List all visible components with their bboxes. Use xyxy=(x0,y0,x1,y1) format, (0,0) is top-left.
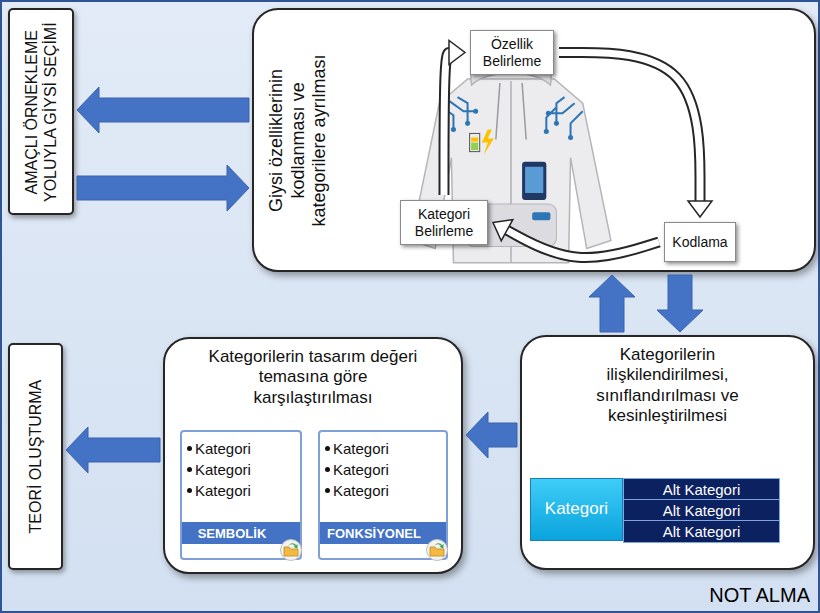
block-arrow xyxy=(77,165,249,211)
cycle-arrow-outline xyxy=(559,53,700,203)
panel-footer-band: SEMBOLİK xyxy=(182,522,300,544)
block-arrow-shape xyxy=(77,87,249,133)
block-arrow xyxy=(466,412,517,458)
box-label: Kategori xyxy=(545,499,608,519)
cycle-step-box: Kodlama xyxy=(664,222,736,262)
panel-heading: Kategorilerin ilişkilendirilmesi, sınıfl… xyxy=(568,345,768,427)
bullet-row: Kategori xyxy=(320,480,446,501)
subcategory-box: Alt Kategori xyxy=(623,499,780,522)
cycle-arrow-head xyxy=(449,41,465,65)
cycle-arrow-head xyxy=(688,201,712,217)
cycle-arrow xyxy=(559,53,712,218)
circuit-lines xyxy=(441,97,582,137)
bullet-item: Kategori xyxy=(333,440,389,458)
cycle-arrow-fill xyxy=(506,230,659,258)
block-arrow xyxy=(66,427,160,473)
cycle-arrow-fill xyxy=(559,53,700,203)
box-label: Alt Kategori xyxy=(663,524,741,539)
panel-heading: Kategorilerin tasarım değeri temasına gö… xyxy=(208,347,418,408)
bullet-dot xyxy=(187,488,192,493)
cycle-arrow-outline xyxy=(506,230,659,258)
bullet-item: Kategori xyxy=(195,440,251,458)
hoodie-drawstrings xyxy=(496,83,526,140)
process-panel: Giysi özelliklerinin kodlanması ve kateg… xyxy=(252,8,816,272)
cycle-step-box: Kategori Belirleme xyxy=(400,200,488,245)
theme-panel: KategoriKategoriKategoriFONKSİYONEL xyxy=(318,430,448,560)
block-arrow-shape xyxy=(466,412,517,458)
cycle-arrow xyxy=(493,220,659,258)
cycle-arrow xyxy=(444,41,465,196)
block-arrow xyxy=(589,275,635,332)
box-label: Kodlama xyxy=(672,234,727,251)
category-box: Kategori xyxy=(530,478,623,541)
box-label: Alt Kategori xyxy=(663,503,741,518)
block-arrow-shape xyxy=(657,275,703,332)
process-panel: Kategorilerin tasarım değeri temasına gö… xyxy=(163,337,463,574)
bullet-item: Kategori xyxy=(333,461,389,479)
bullet-item: Kategori xyxy=(195,461,251,479)
block-arrow xyxy=(657,275,703,332)
bullet-dot xyxy=(187,467,192,472)
folder-icon xyxy=(425,539,449,561)
process-panel: Kategorilerin ilişkilendirilmesi, sınıfl… xyxy=(520,335,815,570)
bullet-row: Kategori xyxy=(320,459,446,480)
subcategory-box: Alt Kategori xyxy=(623,520,780,543)
bullet-dot xyxy=(325,488,330,493)
bullet-row: Kategori xyxy=(320,438,446,459)
box-label: Kategori Belirleme xyxy=(407,206,481,240)
panel-footer-text: FONKSİYONEL xyxy=(327,527,421,540)
block-arrow-shape xyxy=(589,275,635,332)
block-arrow-shape xyxy=(77,165,249,211)
box-label: AMAÇLI ÖRNEKLEME YOLUYLA GİYSİ SEÇİMİ xyxy=(22,14,60,209)
battery-icon xyxy=(470,133,480,151)
cycle-arrow-fill xyxy=(444,53,450,196)
box-label: Giysi özelliklerinin kodlanması ve kateg… xyxy=(266,45,331,235)
box-label: TEORİ OLUŞTURMA xyxy=(26,349,45,564)
bullet-dot xyxy=(325,467,330,472)
bullet-row: Kategori xyxy=(182,480,300,501)
panel-footer-band: FONKSİYONEL xyxy=(320,522,446,544)
panel-footer-text: SEMBOLİK xyxy=(198,527,267,540)
bullet-dot xyxy=(325,446,330,451)
bullet-item: Kategori xyxy=(195,482,251,500)
step-box: TEORİ OLUŞTURMA xyxy=(8,343,63,570)
subcategory-box: Alt Kategori xyxy=(623,478,780,501)
folder-icon xyxy=(279,539,303,561)
block-arrow xyxy=(77,87,249,133)
bullet-row: Kategori xyxy=(182,459,300,480)
cycle-arrow-outline xyxy=(444,53,450,196)
box-label: Özellik Belirleme xyxy=(477,36,547,70)
bullet-item: Kategori xyxy=(333,482,389,500)
cycle-arrow-head xyxy=(493,220,513,241)
cycle-step-box: Özellik Belirleme xyxy=(470,30,554,75)
lightning-icon xyxy=(482,129,494,154)
step-box: AMAÇLI ÖRNEKLEME YOLUYLA GİYSİ SEÇİMİ xyxy=(8,8,74,215)
phone-icon xyxy=(522,162,546,200)
bullet-dot xyxy=(187,446,192,451)
box-label: Alt Kategori xyxy=(663,482,741,497)
bullet-row: Kategori xyxy=(182,438,300,459)
block-arrow-shape xyxy=(66,427,160,473)
note-label: NOT ALMA xyxy=(709,583,810,607)
badge-icon xyxy=(532,212,550,220)
theme-panel: KategoriKategoriKategoriSEMBOLİK xyxy=(180,430,302,560)
